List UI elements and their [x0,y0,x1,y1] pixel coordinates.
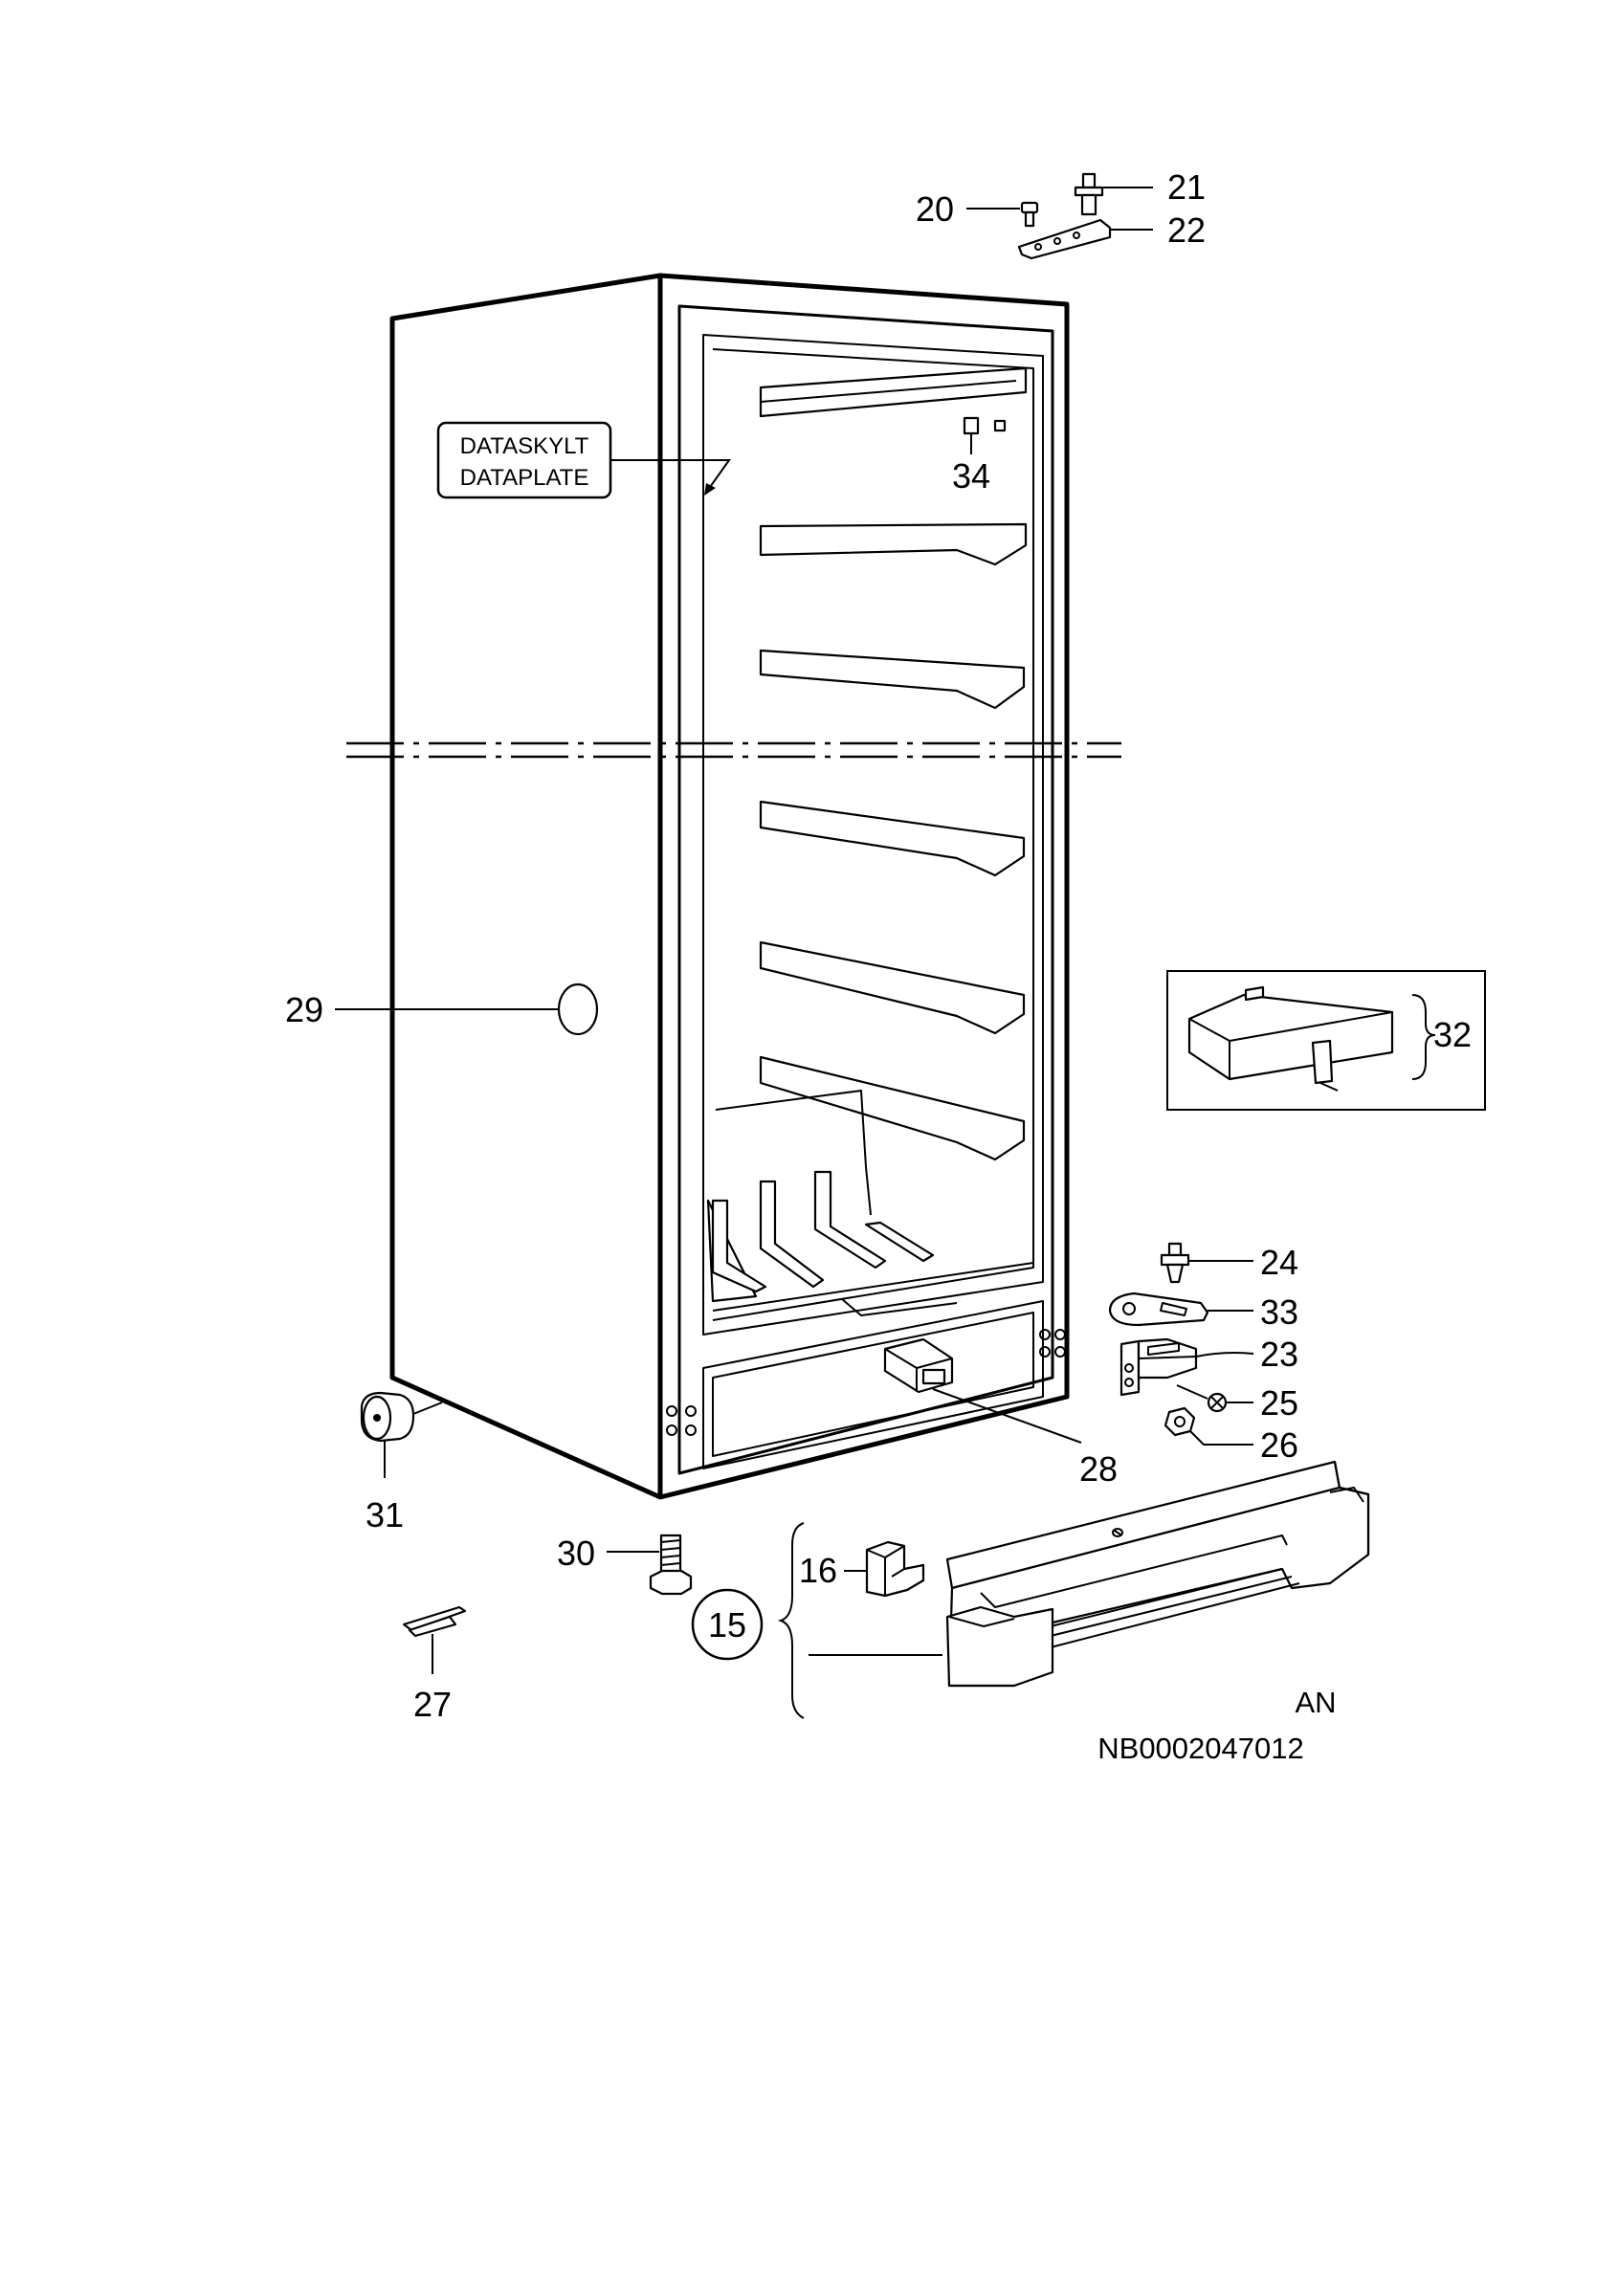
cabinet-front-frame [659,273,1070,1500]
liner-inner-edge [712,348,1034,1321]
label-27: 27 [413,1685,452,1724]
label-33: 33 [1260,1292,1298,1332]
bottom-hinge-parts: 24 33 23 25 26 [1108,1242,1298,1465]
data-plate-line1: DATASKYLT [460,433,589,459]
label-25: 25 [1260,1383,1298,1423]
label-26: 26 [1260,1425,1298,1465]
break-line [346,741,1121,759]
part-30-bolt: 30 [557,1534,693,1596]
label-31: 31 [366,1495,404,1534]
top-hinge-parts: 20 21 22 [916,167,1206,260]
label-34: 34 [952,456,990,496]
part-32-kit: 32 [1166,970,1486,1111]
part-29-plug: 29 [285,982,599,1036]
data-plate: DATASKYLT DATAPLATE [436,421,731,499]
document-number: NB0002047012 [1097,1732,1303,1765]
label-24: 24 [1260,1243,1298,1282]
evaporator-coil [706,1090,1034,1316]
cabinet [389,273,1070,1500]
cabinet-frame-inner [677,304,1054,1475]
hinge-holes-right [1039,1329,1066,1358]
label-22: 22 [1167,210,1206,250]
part-28-block: 28 [883,1337,1118,1489]
label-29: 29 [285,990,323,1029]
part-15-group: 15 16 [691,1460,1370,1719]
label-16: 16 [799,1551,837,1590]
part-31-foot: 31 [360,1391,443,1534]
lower-compartment [702,1300,1044,1469]
label-28: 28 [1079,1449,1118,1489]
label-21: 21 [1167,167,1206,207]
hinge-holes-left [666,1405,697,1436]
label-20: 20 [916,189,954,229]
shelf-runners [759,366,1028,1161]
liner-outline [702,334,1044,1336]
lower-compartment-inner [712,1312,1034,1457]
label-32: 32 [1433,1015,1472,1054]
data-plate-line2: DATAPLATE [460,465,589,491]
label-30: 30 [557,1534,595,1573]
label-15: 15 [708,1605,746,1645]
label-23: 23 [1260,1335,1298,1374]
part-27-clip: 27 [402,1605,467,1724]
variant-code: AN [1295,1686,1336,1719]
part-34-sensor: 34 [952,416,1007,496]
